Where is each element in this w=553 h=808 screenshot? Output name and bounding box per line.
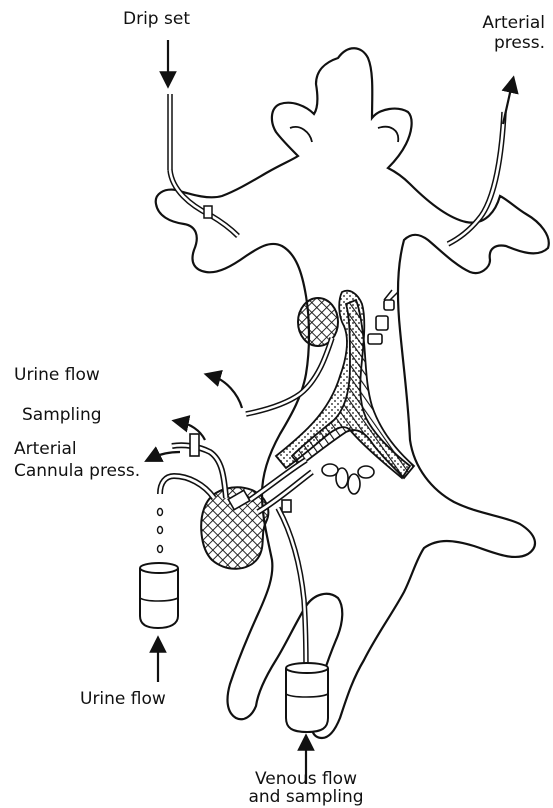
- arterial-press-arrow: [503, 84, 512, 124]
- urine-flow-bottom-label: Urine flow: [80, 690, 166, 710]
- sampling-label: Sampling: [22, 406, 102, 426]
- arterial-arrow: [152, 452, 180, 458]
- drip-set-label: Drip set: [123, 10, 190, 30]
- cannula-press-label: Cannula press.: [14, 462, 140, 482]
- venous-beaker: [286, 663, 328, 732]
- arterial-label: Arterial: [14, 440, 77, 460]
- urine-flow-top-arrow: [212, 376, 242, 408]
- arterial-press-label-line1: Arterial: [482, 14, 545, 34]
- urine-flow-top-label: Urine flow: [14, 366, 100, 386]
- urine-beaker: [140, 563, 178, 628]
- urine-drops: [158, 509, 163, 553]
- venous-flow-label-line2: and sampling: [246, 788, 366, 808]
- arterial-press-label-line2: press.: [494, 34, 545, 54]
